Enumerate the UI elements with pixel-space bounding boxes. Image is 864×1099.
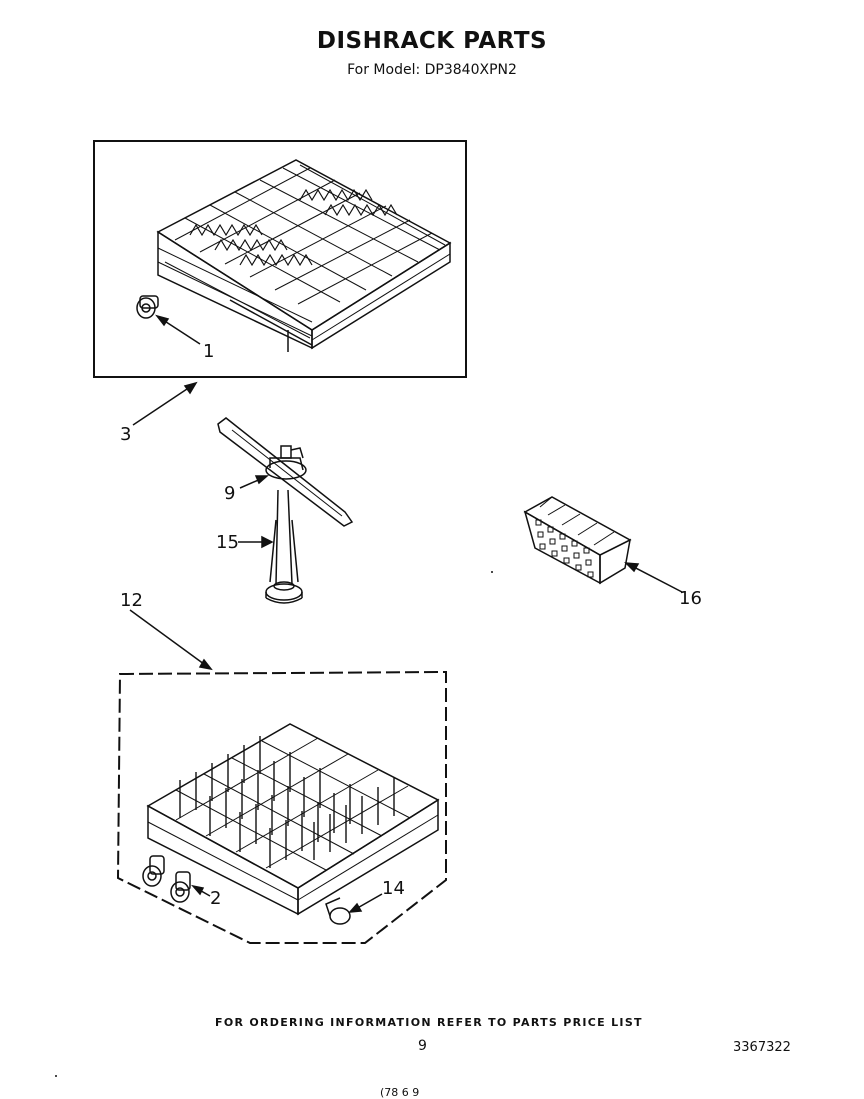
upper-dishrack: [156, 159, 452, 352]
page-title: DISHRACK PARTS: [316, 28, 548, 54]
callout-12: 12: [120, 590, 143, 611]
document-number: 3367322: [733, 1040, 791, 1055]
callout-1: 1: [203, 341, 215, 362]
model-subtitle: For Model: DP3840XPN2: [347, 62, 517, 78]
spray-arm: [217, 417, 354, 527]
callout-2: 2: [210, 888, 222, 909]
callout-9: 9: [224, 483, 236, 504]
callout-14: 14: [382, 878, 405, 899]
page-number: 9: [418, 1038, 427, 1054]
callout-3: 3: [120, 424, 132, 445]
lower-dishrack: [146, 723, 440, 916]
leader-lines: [129, 314, 683, 913]
silverware-basket: [523, 496, 632, 585]
ordering-note: FOR ORDERING INFORMATION REFER TO PARTS …: [215, 1016, 643, 1029]
lower-roller-parts: [142, 855, 191, 903]
lower-rack-boundary: [116, 670, 447, 944]
rack-roller-part: [136, 295, 159, 319]
callout-15: 15: [216, 532, 239, 553]
handwritten-scrawl: (78 6 9: [380, 1086, 420, 1099]
feed-tube: [265, 489, 303, 604]
upper-rack-box: [93, 140, 467, 378]
callout-16: 16: [679, 588, 702, 609]
end-cap-part: [325, 897, 351, 925]
